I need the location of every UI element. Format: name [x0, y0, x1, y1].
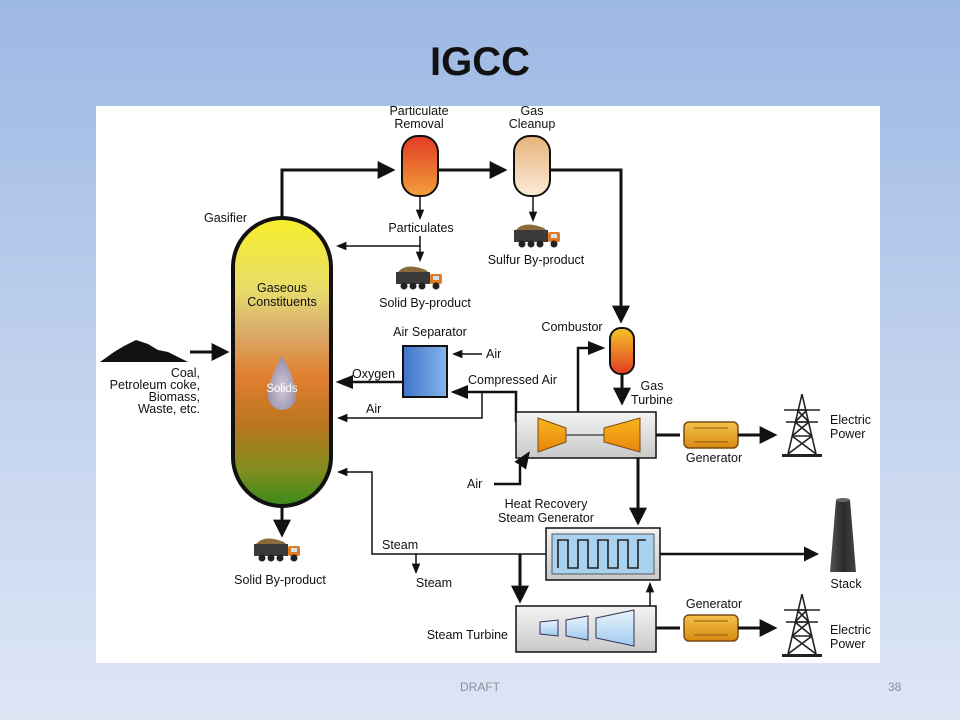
combustor-vessel: [609, 327, 635, 375]
solids-label: Solids: [266, 383, 298, 395]
solid-byproduct-bottom-label: Solid By-product: [234, 573, 326, 587]
hrsg-label-2: Steam Generator: [498, 511, 594, 525]
steam-out-label: Steam: [416, 576, 452, 590]
gas-cleanup-vessel: [513, 135, 551, 197]
steam-turbine-label: Steam Turbine: [427, 628, 508, 642]
steam-to-gasifier-line: [336, 467, 546, 555]
steam-turbine-stage-1-icon: [539, 619, 559, 637]
feed-line-4: Waste, etc.: [138, 402, 200, 416]
solid-byproduct-truck-icon-top: [396, 266, 442, 290]
particulate-removal-vessel: [401, 135, 439, 197]
pylon-bottom-icon: [781, 593, 823, 658]
feed-line-2: Petroleum coke,: [110, 378, 200, 392]
coal-pile-icon: [100, 340, 188, 362]
air-to-gasifier-line: [336, 392, 483, 423]
air-separator-unit: [402, 345, 448, 398]
solid-byproduct-top-label: Solid By-product: [379, 296, 471, 310]
gasifier-label: Gasifier: [204, 211, 247, 225]
particulate-removal-label-1: Particulate: [389, 106, 448, 118]
particulate-removal-label-2: Removal: [394, 117, 443, 131]
sulfur-byproduct-label: Sulfur By-product: [488, 253, 585, 267]
steam-turbine-stage-3-icon: [595, 609, 635, 647]
gas-turbine-label-2: Turbine: [631, 393, 673, 407]
air-separator-label: Air Separator: [393, 325, 467, 339]
gas-turbine-expander-icon: [603, 417, 641, 453]
electric-power-top-2: Power: [830, 427, 865, 441]
gas-turbine-compressor-icon: [537, 417, 567, 453]
stack-label: Stack: [830, 577, 862, 591]
air-to-turbine-label: Air: [467, 477, 482, 491]
footer-draft-label: DRAFT: [460, 680, 500, 694]
gaseous-label: Gaseous: [257, 281, 307, 295]
pylon-top-icon: [781, 393, 823, 458]
air-in-label: Air: [486, 347, 501, 361]
feed-line-3: Biomass,: [149, 390, 200, 404]
gas-turbine-label-1: Gas: [641, 379, 664, 393]
syngas-line: [280, 161, 396, 218]
generator-bottom-icon: [683, 614, 739, 642]
generator-top-label: Generator: [686, 451, 742, 465]
oxygen-label: Oxygen: [352, 367, 395, 381]
steam-to-gasifier-label: Steam: [382, 538, 418, 552]
combustor-label: Combustor: [541, 320, 602, 334]
gas-cleanup-label-1: Gas: [521, 106, 544, 118]
slide-title: IGCC: [430, 40, 530, 84]
generator-bottom-label: Generator: [686, 597, 742, 611]
electric-power-top-1: Electric: [830, 413, 871, 427]
compressed-air-label: Compressed Air: [468, 373, 557, 387]
electric-power-bottom-2: Power: [830, 637, 865, 651]
compressed-air-to-combustor-line: [576, 341, 606, 422]
electric-power-bottom-1: Electric: [830, 623, 871, 637]
steam-turbine-stage-2-icon: [565, 615, 589, 641]
feed-line-1: Coal,: [171, 366, 200, 380]
air-to-gasifier-label: Air: [366, 402, 381, 416]
igcc-diagram: Gasifier Gaseous Constituents Solids Coa…: [96, 106, 880, 663]
syngas-to-combustor-line: [550, 168, 630, 324]
page-number: 38: [888, 680, 902, 694]
solid-byproduct-truck-icon-bottom: [254, 538, 300, 562]
solids-drop-icon: [268, 356, 296, 410]
air-to-turbine-line: [494, 451, 530, 486]
hrsg-label-1: Heat Recovery: [505, 497, 588, 511]
particulates-label: Particulates: [388, 221, 453, 235]
sulfur-truck-icon: [514, 224, 560, 248]
hrsg-coil-icon: [557, 539, 646, 569]
constituents-label: Constituents: [247, 295, 316, 309]
gas-cleanup-label-2: Cleanup: [509, 117, 556, 131]
stack-icon: [830, 500, 856, 572]
generator-top-icon: [683, 421, 739, 449]
